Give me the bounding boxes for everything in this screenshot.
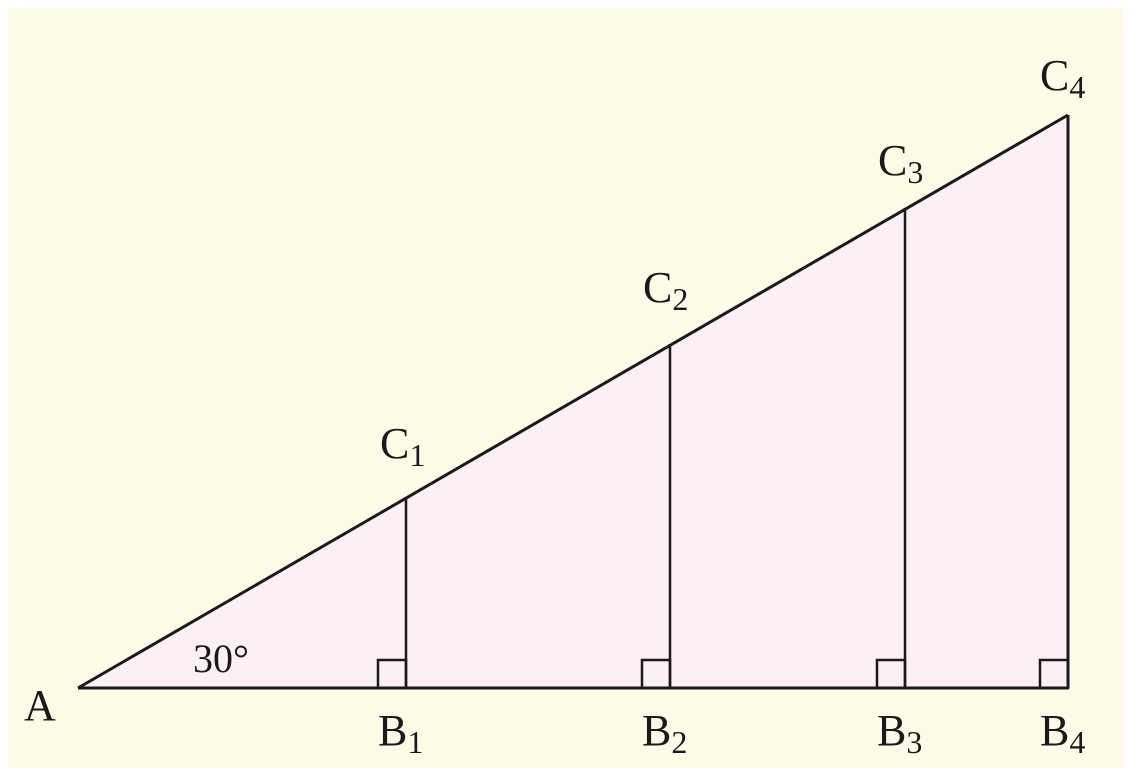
point-subscript: 3	[906, 724, 922, 760]
point-subscript: 3	[907, 154, 923, 190]
right-angle-marker-b1	[376, 658, 408, 690]
point-label-b4: B4	[1040, 706, 1085, 760]
point-letter: B	[877, 706, 906, 755]
point-subscript: 2	[672, 281, 688, 317]
point-letter: C	[1040, 51, 1069, 100]
vertex-label-a: A	[24, 681, 56, 730]
point-subscript: 4	[1069, 724, 1085, 760]
point-letter: B	[1040, 706, 1069, 755]
point-label-b1: B1	[378, 706, 423, 760]
point-label-b3: B3	[877, 706, 922, 760]
point-letter: B	[378, 706, 407, 755]
right-angle-marker-b4	[1038, 658, 1070, 690]
right-angle-marker-b3	[875, 658, 907, 690]
point-subscript: 1	[407, 724, 423, 760]
point-subscript: 4	[1069, 69, 1085, 105]
point-letter: B	[642, 706, 671, 755]
point-subscript: 2	[671, 724, 687, 760]
point-label-b2: B2	[642, 706, 687, 760]
point-letter: C	[878, 136, 907, 185]
point-subscript: 1	[409, 437, 425, 473]
point-label-c2: C2	[643, 263, 688, 317]
point-label-c4: C4	[1040, 51, 1085, 105]
angle-label: 30°	[193, 636, 249, 681]
point-letter: C	[380, 419, 409, 468]
point-label-c1: C1	[380, 419, 425, 473]
point-letter: C	[643, 263, 672, 312]
hypotenuse-line	[77, 113, 1069, 690]
right-angle-marker-b2	[640, 658, 672, 690]
point-label-c3: C3	[878, 136, 923, 190]
